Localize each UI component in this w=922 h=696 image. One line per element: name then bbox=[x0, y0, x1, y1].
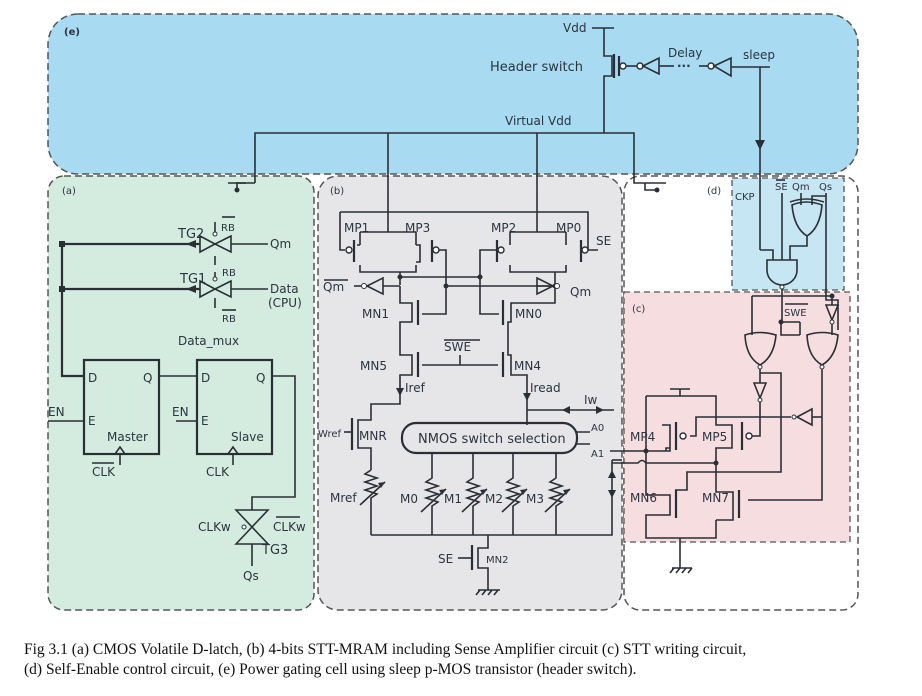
rb-bar-label-tg1: RB bbox=[222, 314, 236, 325]
cmos-d-latch: TG2 RB Qm TG1 RB RB Data (CPU) Data_mux … bbox=[48, 216, 306, 583]
vdd-label: Vdd bbox=[563, 21, 586, 35]
qm-output-label: Qm bbox=[570, 285, 591, 299]
a0-label: A0 bbox=[591, 423, 604, 434]
panel-c-label: (c) bbox=[632, 304, 645, 315]
mnr-label: MNR bbox=[359, 429, 387, 443]
slave-clk-label: CLK bbox=[206, 465, 230, 479]
mn1-label: MN1 bbox=[362, 307, 389, 321]
iw-label: Iw bbox=[584, 393, 598, 407]
se-label: SE bbox=[596, 234, 611, 248]
virtual-vdd-label: Virtual Vdd bbox=[505, 114, 571, 128]
stt-writing-circuit: SWE MP4 MP5 MN6 MN7 bbox=[610, 293, 840, 574]
mp2-label: MP2 bbox=[491, 221, 516, 235]
master-clk-bar-label: CLK bbox=[92, 465, 116, 479]
m2-label: M2 bbox=[485, 492, 503, 506]
iread-label: Iread bbox=[530, 381, 561, 395]
clkw-label: CLKw bbox=[198, 520, 231, 534]
tg3-label: TG3 bbox=[261, 543, 288, 558]
mp0-label: MP0 bbox=[556, 221, 581, 235]
delay-dots: ··· bbox=[677, 59, 691, 73]
mp1-label: MP1 bbox=[344, 221, 369, 235]
data-input-label: Data bbox=[270, 282, 299, 296]
panel-e-label: (e) bbox=[64, 27, 80, 38]
circuit-diagram: (e) (a) (b) (d) (c) Vdd Header switch De… bbox=[47, 13, 859, 611]
se-bar-label-d: SE bbox=[775, 182, 788, 193]
master-q-label: Q bbox=[143, 371, 152, 385]
header-switch-label: Header switch bbox=[490, 60, 583, 75]
mref-label: Mref bbox=[330, 491, 357, 505]
m3-label: M3 bbox=[526, 492, 544, 506]
delay-label: Delay bbox=[668, 46, 702, 60]
wref-label: Wref bbox=[318, 429, 341, 440]
mp4-label: MP4 bbox=[630, 430, 655, 444]
master-en-label: EN bbox=[48, 405, 65, 419]
qs-label-d: Qs bbox=[819, 182, 832, 193]
tg2-label: TG2 bbox=[177, 227, 204, 242]
sleep-label: sleep bbox=[743, 48, 775, 62]
mn2-label: MN2 bbox=[486, 555, 508, 566]
panel-b-background bbox=[317, 175, 623, 611]
mp5-label: MP5 bbox=[702, 430, 727, 444]
caption-line-1: Fig 3.1 (a) CMOS Volatile D-latch, (b) 4… bbox=[24, 641, 747, 658]
slave-d-label: D bbox=[201, 371, 210, 385]
mn5-label: MN5 bbox=[360, 359, 387, 373]
figure-caption: Fig 3.1 (a) CMOS Volatile D-latch, (b) 4… bbox=[24, 640, 904, 680]
tg1-label: TG1 bbox=[179, 272, 206, 287]
ckp-label: CKP bbox=[735, 192, 755, 203]
slave-en-label: EN bbox=[172, 405, 189, 419]
swe-bar-label-b: SWE bbox=[444, 340, 471, 354]
swe-bar-label-c: SWE bbox=[784, 308, 807, 319]
qs-output-label: Qs bbox=[243, 569, 259, 583]
m1-label: M1 bbox=[444, 492, 462, 506]
qm-input-label: Qm bbox=[270, 237, 291, 251]
master-e-label: E bbox=[88, 414, 96, 428]
power-gating-cell: Vdd Header switch Delay ··· sleep Virtua… bbox=[228, 21, 775, 250]
rb-bar-label-tg2: RB bbox=[221, 223, 235, 234]
clkw-bar-label: CLKw bbox=[273, 520, 306, 534]
master-d-label: D bbox=[88, 371, 97, 385]
rb-label-tg1: RB bbox=[222, 268, 236, 279]
caption-line-2: (d) Self-Enable control circuit, (e) Pow… bbox=[24, 661, 637, 678]
a1-label: A1 bbox=[591, 449, 604, 460]
mn4-label: MN4 bbox=[514, 359, 541, 373]
qm-label-d: Qm bbox=[792, 182, 810, 193]
slave-label: Slave bbox=[231, 430, 264, 444]
mp3-label: MP3 bbox=[405, 221, 430, 235]
panel-e-background bbox=[47, 13, 859, 175]
slave-q-label: Q bbox=[256, 371, 265, 385]
panel-a-label: (a) bbox=[62, 186, 76, 197]
iref-label: Iref bbox=[405, 381, 426, 395]
mn0-label: MN0 bbox=[515, 307, 542, 321]
se-mn2-label: SE bbox=[438, 552, 453, 566]
mn6-label: MN6 bbox=[630, 491, 657, 505]
qm-bar-label: Qm bbox=[323, 280, 344, 294]
mn7-label: MN7 bbox=[702, 491, 729, 505]
data-mux-label: Data_mux bbox=[178, 334, 239, 348]
mtj-resistors bbox=[359, 453, 571, 535]
sense-amplifier-circuit: MP1 MP3 MP2 MP0 SE Qm Qm bbox=[318, 190, 622, 596]
cpu-label: (CPU) bbox=[268, 296, 302, 310]
slave-e-label: E bbox=[201, 414, 209, 428]
panel-d-label: (d) bbox=[707, 186, 721, 197]
panel-b-label: (b) bbox=[330, 186, 344, 197]
nmos-switch-selection-label: NMOS switch selection bbox=[418, 432, 566, 447]
m0-label: M0 bbox=[400, 492, 418, 506]
panel-a-background bbox=[47, 175, 315, 611]
master-label: Master bbox=[107, 430, 148, 444]
self-enable-control: CKP SE Qm Qs bbox=[735, 179, 839, 330]
